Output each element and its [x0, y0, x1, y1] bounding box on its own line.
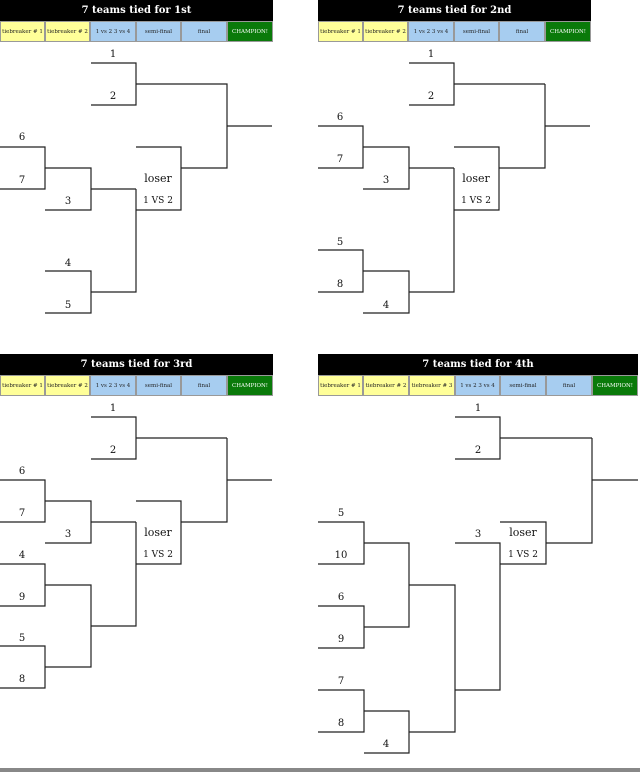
header-cell: tiebreaker # 2 [363, 375, 409, 396]
seed-label: 6 [19, 132, 25, 143]
seed-label: 6 [337, 112, 343, 123]
seed-label: 3 [383, 175, 389, 186]
round-header-row: tiebreaker # 1 tiebreaker # 2 tiebreaker… [318, 375, 638, 396]
header-cell: tiebreaker # 1 [318, 21, 363, 42]
seed-label: 10 [335, 550, 348, 561]
seed-label: 2 [110, 445, 116, 456]
bracket-lines: 1 2 6 7 3 4 5 loser 1 VS 2 [0, 49, 272, 314]
header-cell: final [181, 375, 227, 396]
seed-label: 5 [337, 237, 343, 248]
panel-title: 7 teams tied for 4th [318, 354, 638, 375]
seed-label: 1 [110, 49, 116, 60]
seed-label: 4 [383, 739, 389, 750]
seed-label: 5 [338, 508, 344, 519]
header-cell: tiebreaker # 2 [363, 21, 408, 42]
seed-label: 1 [110, 403, 116, 414]
header-cell: 1 vs 2 3 vs 4 [408, 21, 454, 42]
seed-label: 1 [475, 403, 481, 414]
seed-label: 9 [19, 592, 25, 603]
seed-label: 2 [475, 445, 481, 456]
bracket-panel-1st: 7 teams tied for 1st tiebreaker # 1 tieb… [0, 0, 273, 320]
bracket-panel-3rd: 7 teams tied for 3rd tiebreaker # 1 tieb… [0, 354, 273, 694]
seed-label: 4 [383, 300, 389, 311]
seed-label: 1 [428, 49, 434, 60]
panel-title: 7 teams tied for 2nd [318, 0, 591, 21]
seed-label: 5 [65, 300, 71, 311]
round-header-row: tiebreaker # 1 tiebreaker # 2 1 vs 2 3 v… [318, 21, 591, 42]
header-cell: tiebreaker # 1 [318, 375, 363, 396]
seed-label: 2 [428, 91, 434, 102]
round-header-row: tiebreaker # 1 tiebreaker # 2 1 vs 2 3 v… [0, 375, 273, 396]
bracket-lines: 1 2 6 7 3 5 8 4 loser 1 VS 2 [318, 49, 590, 314]
seed-label: 7 [19, 508, 25, 519]
header-cell: final [546, 375, 592, 396]
loser-label: loser [509, 526, 537, 539]
panel-title: 7 teams tied for 1st [0, 0, 273, 21]
bracket-lines: 1 2 6 7 3 4 9 5 8 loser 1 VS 2 [0, 403, 272, 689]
header-cell: CHAMPION! [227, 375, 273, 396]
seed-label: 6 [338, 592, 344, 603]
seed-label: 2 [110, 91, 116, 102]
seed-label: 7 [338, 676, 344, 687]
header-cell: tiebreaker # 3 [409, 375, 455, 396]
loser-label: loser [462, 172, 490, 185]
header-cell: tiebreaker # 2 [45, 375, 90, 396]
seed-label: 4 [65, 258, 71, 269]
seed-label: 5 [19, 633, 25, 644]
header-cell: 1 vs 2 3 vs 4 [455, 375, 500, 396]
bracket-panel-4th: 7 teams tied for 4th tiebreaker # 1 tieb… [318, 354, 638, 754]
header-cell: tiebreaker # 1 [0, 21, 45, 42]
seed-label: 7 [19, 175, 25, 186]
panel-title: 7 teams tied for 3rd [0, 354, 273, 375]
loser-label: loser [144, 526, 172, 539]
header-cell: CHAMPION! [592, 375, 638, 396]
seed-label: 4 [19, 550, 25, 561]
seed-label: 8 [337, 279, 343, 290]
header-cell: semi-final [454, 21, 499, 42]
header-cell: 1 vs 2 3 vs 4 [90, 21, 136, 42]
seed-label: 8 [338, 718, 344, 729]
vs-label: 1 VS 2 [143, 550, 173, 560]
bottom-divider [0, 768, 640, 772]
header-cell: CHAMPION! [545, 21, 591, 42]
header-cell: CHAMPION! [227, 21, 273, 42]
vs-label: 1 VS 2 [143, 196, 173, 206]
seed-label: 7 [337, 154, 343, 165]
seed-label: 3 [65, 529, 71, 540]
vs-label: 1 VS 2 [508, 550, 538, 560]
header-cell: final [181, 21, 227, 42]
header-cell: tiebreaker # 1 [0, 375, 45, 396]
seed-label: 9 [338, 634, 344, 645]
seed-label: 3 [65, 196, 71, 207]
header-cell: semi-final [500, 375, 546, 396]
header-cell: final [499, 21, 545, 42]
bracket-panel-2nd: 7 teams tied for 2nd tiebreaker # 1 tieb… [318, 0, 591, 320]
header-cell: semi-final [136, 21, 181, 42]
seed-label: 6 [19, 466, 25, 477]
header-cell: tiebreaker # 2 [45, 21, 90, 42]
header-cell: semi-final [136, 375, 181, 396]
seed-label: 8 [19, 674, 25, 685]
loser-label: loser [144, 172, 172, 185]
vs-label: 1 VS 2 [461, 196, 491, 206]
header-cell: 1 vs 2 3 vs 4 [90, 375, 136, 396]
seed-label: 3 [475, 529, 481, 540]
bracket-lines: 1 2 5 10 6 9 7 8 4 3 loser 1 VS 2 [318, 403, 638, 754]
round-header-row: tiebreaker # 1 tiebreaker # 2 1 vs 2 3 v… [0, 21, 273, 42]
